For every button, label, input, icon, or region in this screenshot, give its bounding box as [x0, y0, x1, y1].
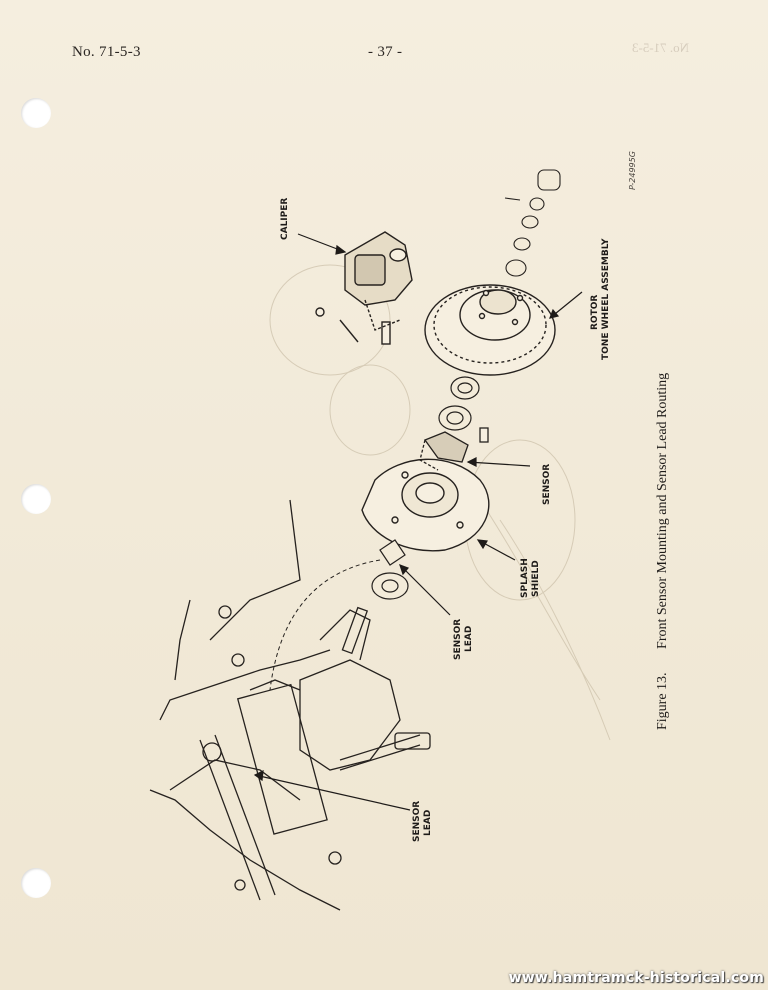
figure-title: Front Sensor Mounting and Sensor Lead Ro…: [655, 372, 670, 649]
figure-caption: Figure 13. Front Sensor Mounting and Sen…: [655, 373, 671, 730]
figure-number: Figure 13.: [655, 672, 670, 730]
hub-small-parts: [504, 169, 561, 277]
figure-reference-code: P-24995G: [628, 151, 637, 190]
label-lead-bottom: LEAD: [423, 810, 433, 836]
rotor-part: [424, 284, 556, 376]
suspension-assembly: [149, 499, 431, 911]
label-sensor-lead-bottom: SENSOR: [412, 801, 422, 842]
exploded-view-drawing: CALIPER ROTOR TONE WHEEL ASSEMBLY SENSOR…: [149, 169, 611, 911]
label-caliper: CALIPER: [280, 198, 290, 240]
label-tone-wheel-assembly: TONE WHEEL ASSEMBLY: [601, 238, 611, 360]
splash-shield-part: [361, 458, 490, 552]
label-sensor: SENSOR: [542, 464, 552, 505]
leader-lines: [253, 233, 583, 811]
sensor-part: [419, 427, 489, 471]
label-splash: SPLASH: [520, 558, 530, 598]
caliper-part: [315, 231, 413, 345]
label-rotor: ROTOR: [590, 295, 600, 330]
label-lead-top: LEAD: [464, 626, 474, 652]
document-number: No. 71-5-3: [72, 44, 141, 60]
label-shield: SHIELD: [531, 560, 541, 597]
bearing-parts: [371, 376, 480, 600]
label-sensor-lead-top: SENSOR: [453, 619, 463, 660]
binder-hole: [21, 484, 51, 514]
page-number: - 37 -: [368, 44, 403, 60]
binder-hole: [21, 868, 51, 898]
faint-background-sketch: [269, 264, 611, 741]
sensor-lead-route: [269, 559, 381, 691]
binder-hole: [21, 98, 51, 128]
bleed-through-text: No. 71-5-3: [632, 40, 690, 55]
site-watermark: www.hamtramck-historical.com: [508, 970, 764, 986]
